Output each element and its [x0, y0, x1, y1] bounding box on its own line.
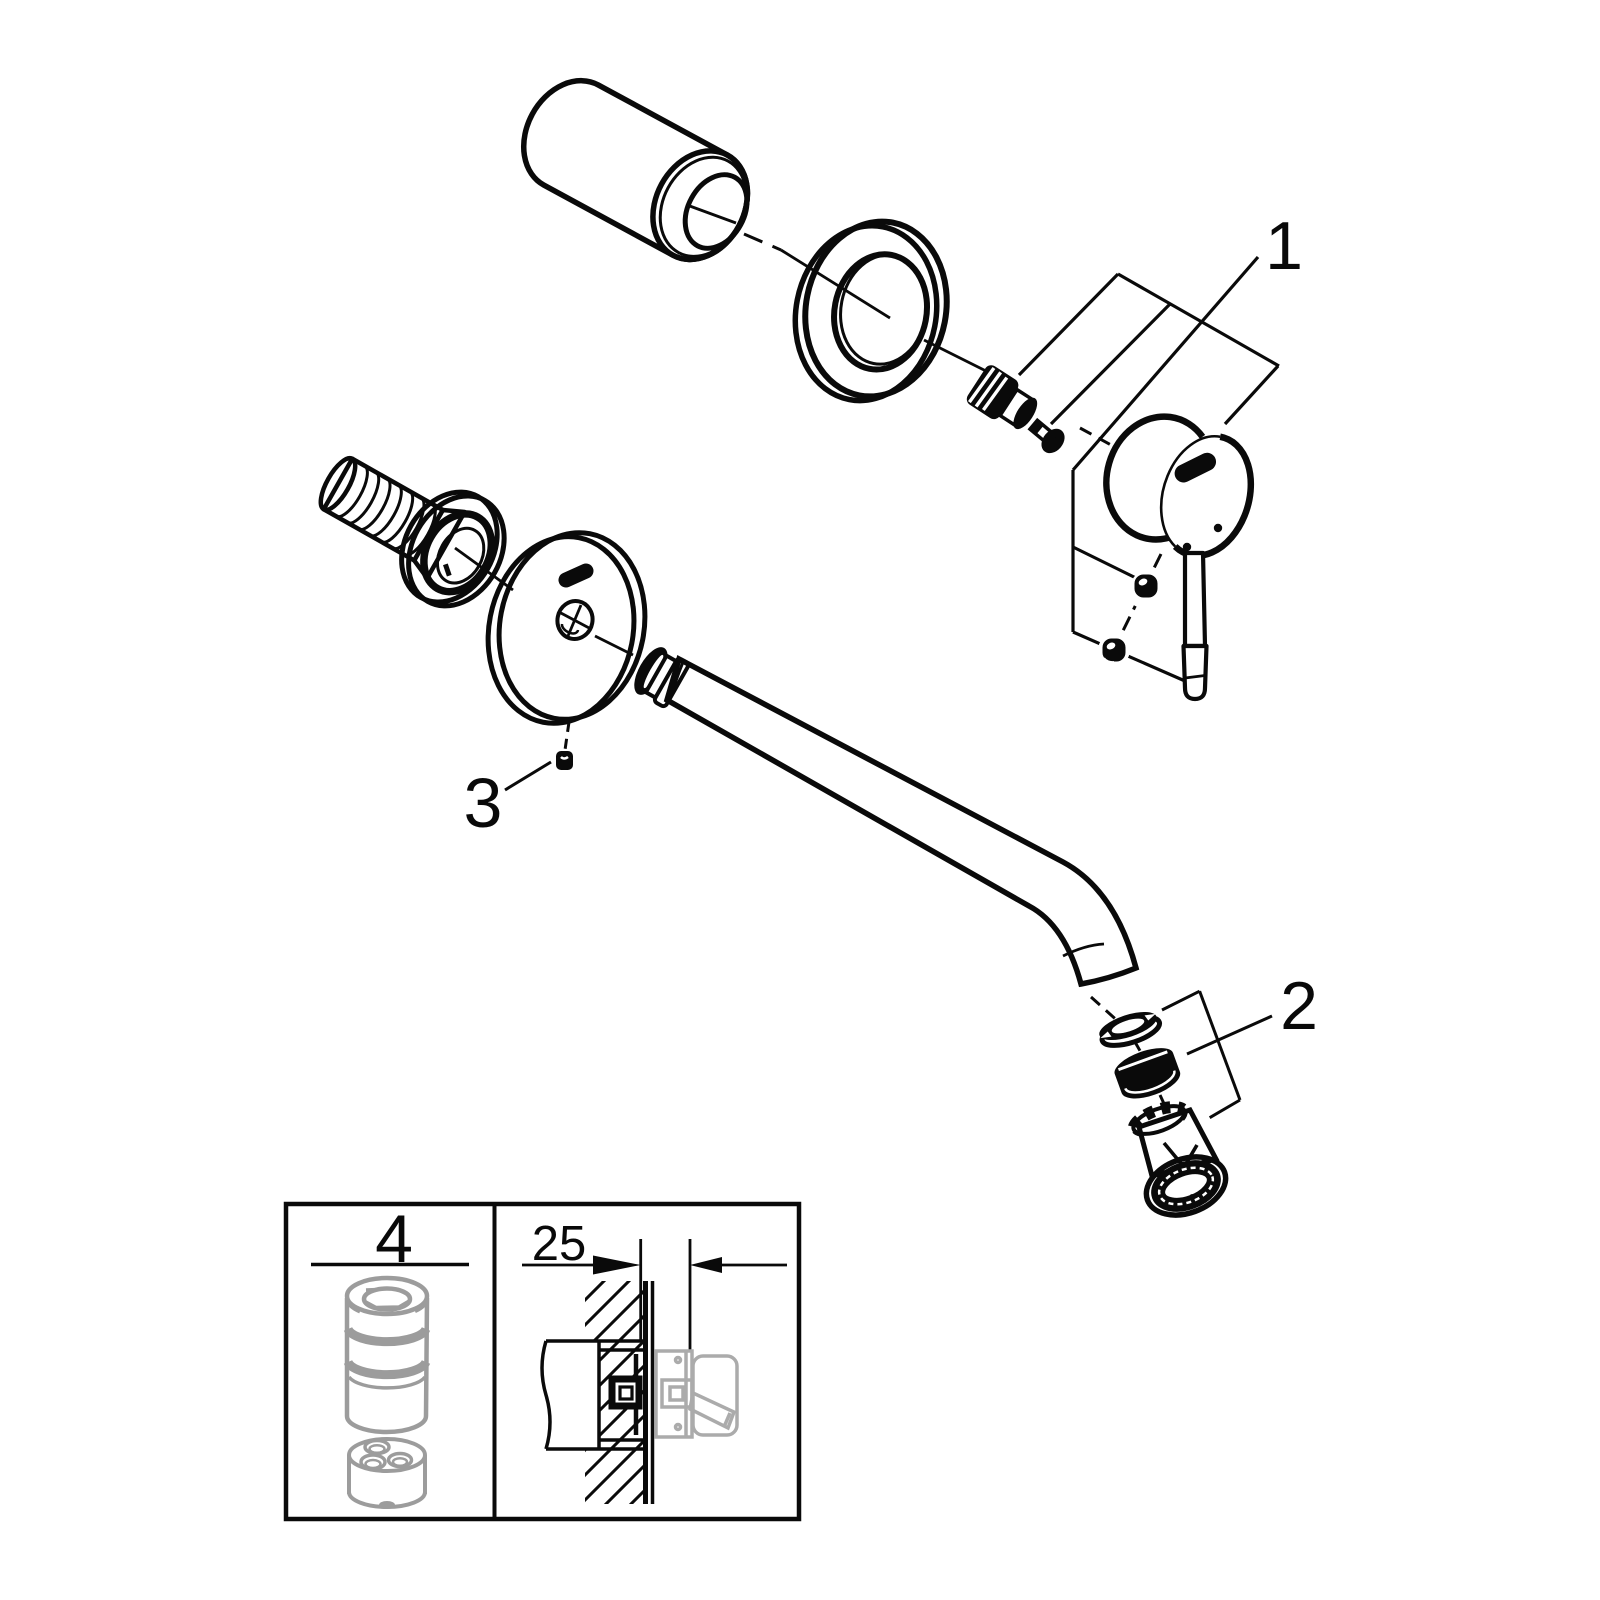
- svg-text:25: 25: [532, 1217, 587, 1271]
- svg-text:2: 2: [1280, 968, 1318, 1044]
- svg-text:3: 3: [464, 764, 503, 842]
- svg-text:1: 1: [1265, 208, 1303, 284]
